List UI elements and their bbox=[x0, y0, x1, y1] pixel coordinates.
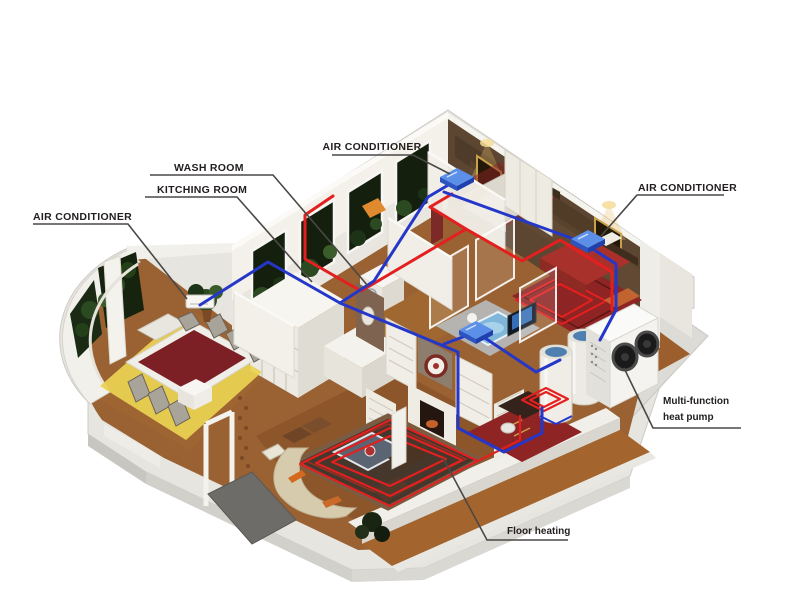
ac-cassette-icon bbox=[571, 230, 605, 253]
entry bbox=[104, 379, 407, 545]
label-text: WASH ROOM bbox=[174, 162, 244, 174]
bay-window bbox=[61, 243, 236, 405]
right-outer-wall bbox=[660, 253, 692, 338]
label-air-conditioner-top: AIR CONDITIONER bbox=[323, 141, 451, 175]
heat-pump-unit bbox=[584, 303, 660, 409]
label-text: Floor heating bbox=[507, 526, 570, 537]
labels: AIR CONDITIONER WASH ROOM KITCHING ROOM … bbox=[33, 141, 741, 541]
blue-pipe bbox=[198, 182, 618, 454]
walkway-border bbox=[348, 332, 690, 572]
fan-icon bbox=[634, 330, 660, 358]
control-panel-dots bbox=[590, 344, 598, 367]
label-text: AIR CONDITIONER bbox=[33, 211, 132, 223]
label-air-conditioner-right: AIR CONDITIONER bbox=[600, 182, 737, 237]
floor-heating-coil bbox=[298, 415, 522, 508]
label-text: Multi-function bbox=[663, 396, 729, 407]
label-floor-heating: Floor heating bbox=[442, 457, 570, 541]
label-text: heat pump bbox=[663, 412, 714, 423]
half-wall-post bbox=[391, 406, 407, 470]
ac-cassette-icon bbox=[459, 321, 493, 344]
door-mat bbox=[207, 471, 297, 545]
door-frame bbox=[203, 409, 235, 506]
bay-pillar bbox=[103, 255, 127, 365]
label-text: KITCHING ROOM bbox=[157, 184, 247, 196]
label-text: AIR CONDITIONER bbox=[323, 141, 422, 153]
runner-dots bbox=[238, 396, 250, 468]
label-kitching-room: KITCHING ROOM bbox=[145, 184, 313, 283]
fan-icon bbox=[611, 342, 639, 372]
label-text: AIR CONDITIONER bbox=[638, 182, 737, 194]
fireplace-opening bbox=[420, 400, 444, 438]
label-heat-pump: Multi-function heat pump bbox=[623, 367, 741, 429]
red-pipe bbox=[303, 192, 614, 312]
floor-console bbox=[178, 379, 212, 410]
living-room bbox=[261, 413, 522, 542]
label-air-conditioner-left: AIR CONDITIONER bbox=[33, 211, 188, 300]
orange-chair bbox=[362, 198, 386, 218]
label-wash-room: WASH ROOM bbox=[150, 162, 369, 287]
